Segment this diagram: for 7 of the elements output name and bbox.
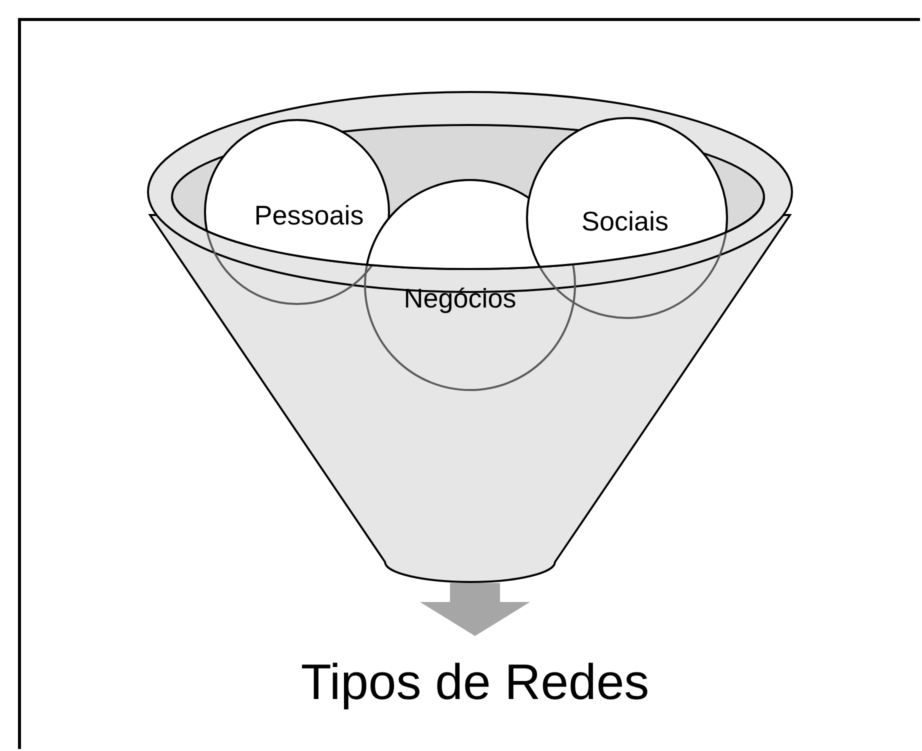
title-text: Tipos de Redes <box>270 642 680 722</box>
circle <box>205 120 389 304</box>
circle-label: Negócios <box>404 284 516 314</box>
arrow <box>420 583 530 636</box>
circle-label: Sociais <box>581 206 669 238</box>
circle-label: Pessoais <box>254 200 364 232</box>
circle <box>527 118 727 318</box>
